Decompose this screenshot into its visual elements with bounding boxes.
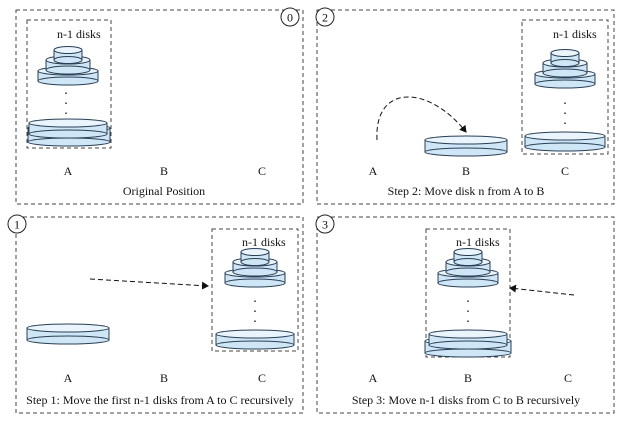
peg-label-c: C bbox=[258, 371, 266, 385]
disk-stack: . . . bbox=[215, 248, 295, 350]
ellipsis-dot: . bbox=[64, 93, 68, 108]
step-badge bbox=[7, 214, 27, 234]
peg-label-a: A bbox=[369, 164, 378, 178]
ellipsis-dot: . bbox=[563, 93, 567, 108]
panel-step-1: 1 n-1 disks . . . bbox=[7, 214, 304, 414]
ellipsis-dot: . bbox=[253, 291, 257, 306]
stack-label: n-1 disks bbox=[456, 235, 500, 249]
move-arrow bbox=[509, 284, 575, 296]
panel-step-3: 3 n-1 disks . . . bbox=[315, 214, 615, 414]
ellipsis-dot: . bbox=[563, 113, 567, 128]
disk-stack: . . . bbox=[524, 49, 606, 152]
ellipsis-dot: . bbox=[64, 103, 68, 118]
ellipsis-dot: . bbox=[466, 311, 470, 326]
panel-border bbox=[15, 9, 304, 205]
step-badge-label: 3 bbox=[322, 218, 328, 232]
step-badge bbox=[280, 7, 300, 27]
stack-label: n-1 disks bbox=[57, 27, 101, 41]
disk bbox=[26, 323, 110, 345]
peg-label-b: B bbox=[464, 371, 472, 385]
ellipsis-dot: . bbox=[466, 301, 470, 316]
panel-caption: Step 1: Move the first n-1 disks from A … bbox=[26, 393, 294, 407]
stack-group-border bbox=[211, 228, 299, 352]
panel-caption: Step 2: Move disk n from A to B bbox=[388, 184, 545, 198]
move-arrow bbox=[89, 278, 209, 290]
peg-label-a: A bbox=[64, 371, 73, 385]
disk bbox=[28, 118, 108, 139]
disk bbox=[428, 329, 508, 350]
disk bbox=[453, 248, 483, 266]
ellipsis-dot: . bbox=[466, 291, 470, 306]
disk-stack: . . . bbox=[424, 248, 512, 358]
peg-label-a: A bbox=[64, 164, 73, 178]
peg-label-b: B bbox=[160, 164, 168, 178]
panel-border bbox=[15, 216, 304, 414]
stack-label: n-1 disks bbox=[553, 27, 597, 41]
disk-stack: . . . bbox=[27, 46, 111, 147]
disk bbox=[424, 135, 508, 157]
peg-label-c: C bbox=[258, 164, 266, 178]
disk bbox=[53, 46, 83, 64]
disk bbox=[524, 131, 606, 152]
step-badge-label: 0 bbox=[287, 11, 293, 25]
disk bbox=[240, 248, 270, 266]
move-arrow bbox=[376, 96, 467, 141]
step-badge bbox=[315, 7, 335, 27]
peg-label-c: C bbox=[561, 164, 569, 178]
ellipsis-dot: . bbox=[253, 301, 257, 316]
stack-label: n-1 disks bbox=[242, 235, 286, 249]
panel-original-position: 0 n-1 disks . . . bbox=[15, 7, 304, 205]
peg-label-c: C bbox=[564, 371, 572, 385]
step-badge bbox=[315, 214, 335, 234]
disk bbox=[215, 329, 295, 350]
panel-caption: Original Position bbox=[123, 184, 205, 198]
peg-label-b: B bbox=[160, 371, 168, 385]
peg-label-a: A bbox=[369, 371, 378, 385]
stack-group-border bbox=[521, 19, 609, 155]
step-badge-label: 1 bbox=[14, 218, 20, 232]
peg-label-b: B bbox=[462, 164, 470, 178]
stack-group-border bbox=[26, 19, 112, 149]
ellipsis-dot: . bbox=[64, 83, 68, 98]
panel-caption: Step 3: Move n-1 disks from C to B recur… bbox=[352, 393, 580, 407]
step-badge-label: 2 bbox=[322, 11, 328, 25]
panel-border bbox=[316, 216, 615, 414]
panel-border bbox=[316, 9, 615, 205]
ellipsis-dot: . bbox=[253, 311, 257, 326]
disk bbox=[550, 49, 580, 67]
panel-step-2: 2 n-1 disks . . . bbox=[315, 7, 615, 205]
ellipsis-dot: . bbox=[563, 103, 567, 118]
